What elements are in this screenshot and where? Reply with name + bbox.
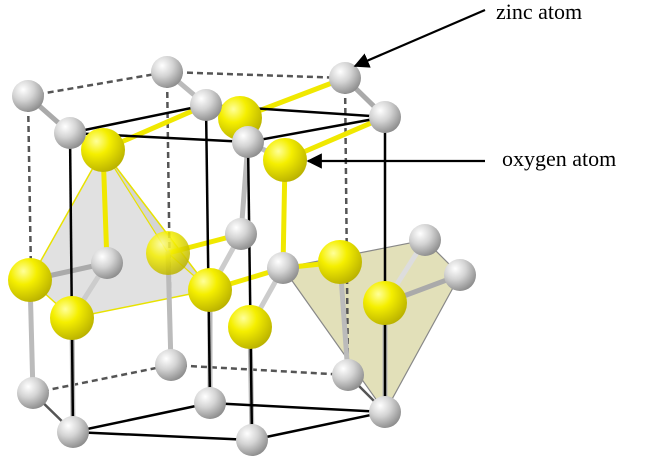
- zinc-atom: [190, 89, 222, 121]
- zinc-atom: [12, 80, 44, 112]
- zinc-atom: [151, 56, 183, 88]
- zinc-atom: [57, 416, 89, 448]
- zinc-atoms: [12, 56, 476, 456]
- zinc-atom: [236, 424, 268, 456]
- zinc-atom: [155, 349, 187, 381]
- zinc-atom: [444, 259, 476, 291]
- zinc-atom: [194, 387, 226, 419]
- oxygen-atom: [146, 231, 190, 275]
- oxygen-atom: [263, 138, 307, 182]
- zinc-atom: [91, 247, 123, 279]
- oxygen-atom: [363, 281, 407, 325]
- oxygen-atom-label: oxygen atom: [502, 146, 617, 171]
- oxygen-atom: [188, 268, 232, 312]
- oxygen-atoms: [8, 96, 407, 349]
- zinc-atom: [225, 218, 257, 250]
- zinc-atom: [232, 126, 264, 158]
- tetrahedra: [29, 148, 461, 414]
- zinc-atom: [332, 359, 364, 391]
- oxygen-atom: [50, 296, 94, 340]
- zinc-atom: [329, 62, 361, 94]
- oxygen-atom: [318, 240, 362, 284]
- zinc-pointer-arrow: [353, 8, 486, 68]
- zinc-atom: [54, 117, 86, 149]
- zinc-atom: [369, 101, 401, 133]
- oxygen-atom: [228, 305, 272, 349]
- zinc-atom: [267, 252, 299, 284]
- zinc-atom: [17, 377, 49, 409]
- zinc-atom: [369, 396, 401, 428]
- zinc-atom-label: zinc atom: [496, 0, 583, 24]
- oxygen-atom: [8, 258, 52, 302]
- oxygen-atom: [81, 128, 125, 172]
- zinc-atom: [409, 224, 441, 256]
